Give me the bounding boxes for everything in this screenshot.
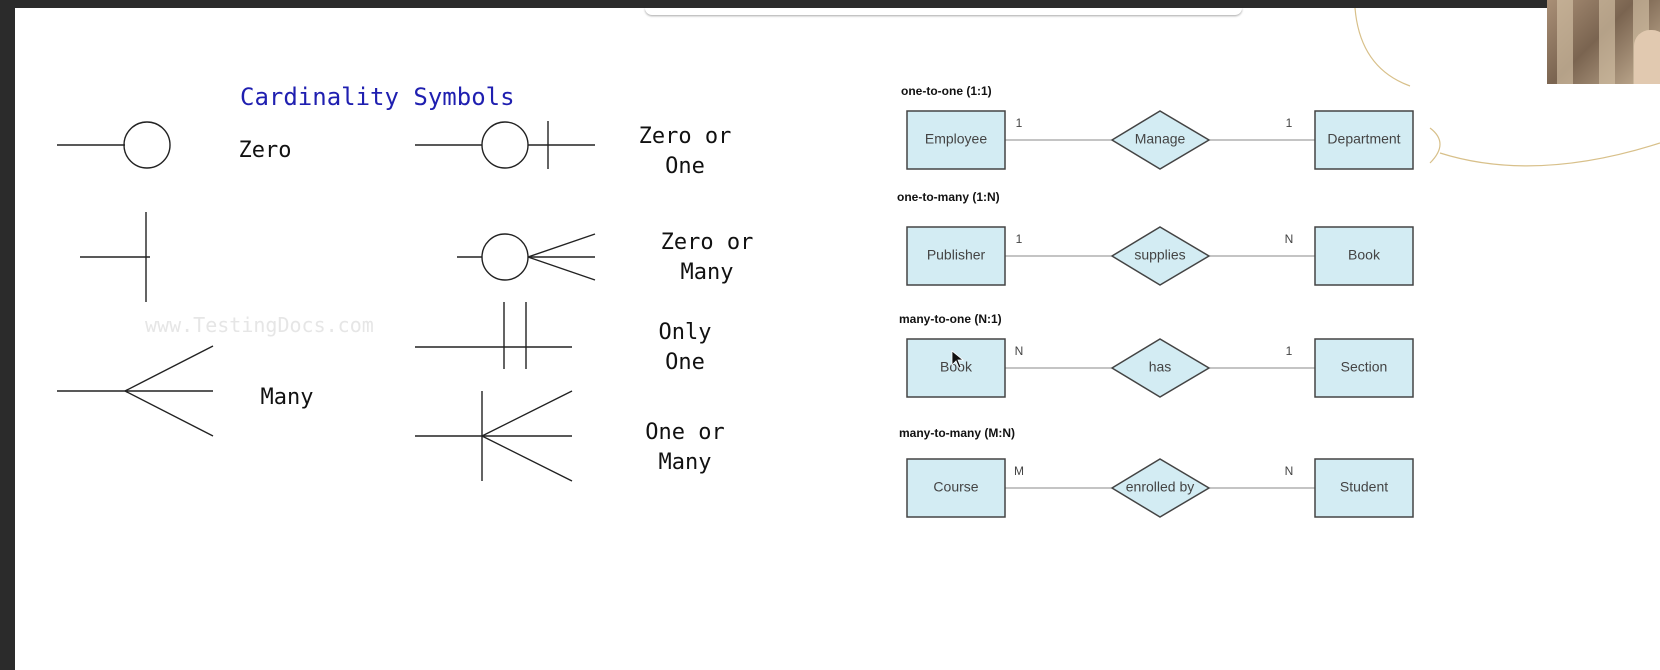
right-cardinality: 1 <box>1286 344 1293 358</box>
decorative-curve <box>1354 8 1660 167</box>
entity-box-book <box>906 338 1006 398</box>
one-symbol-icon <box>80 212 150 302</box>
entity-box-publisher <box>906 226 1006 286</box>
entity-box-section <box>1314 338 1414 398</box>
left-cardinality: 1 <box>1016 232 1023 246</box>
left-cardinality: 1 <box>1016 116 1023 130</box>
entity-box-course <box>906 458 1006 518</box>
right-cardinality: N <box>1285 232 1294 246</box>
left-cardinality: M <box>1014 464 1024 478</box>
entity-label: Book <box>1348 247 1381 263</box>
entity-label: Course <box>933 479 978 495</box>
relationship-label: enrolled by <box>1126 479 1195 495</box>
label-one-or-many: One or Many <box>645 420 725 475</box>
entity-label: Publisher <box>927 247 986 263</box>
relationship-label: supplies <box>1134 247 1185 263</box>
presentation-toolbar[interactable] <box>645 8 1242 15</box>
page-title: Cardinality Symbols <box>240 83 515 111</box>
rel-title-one-to-many: one-to-many (1:N) <box>897 190 1000 204</box>
entity-label: Department <box>1327 131 1400 147</box>
left-cardinality: N <box>1015 344 1024 358</box>
entity-label: Section <box>1341 359 1388 375</box>
rel-title-one-to-one: one-to-one (1:1) <box>901 84 992 98</box>
relationship-diamond <box>1110 338 1211 398</box>
one-or-many-symbol-icon <box>415 390 573 482</box>
zero-symbol-icon <box>57 121 171 169</box>
entity-label: Employee <box>925 131 987 147</box>
relationship-label: has <box>1149 359 1172 375</box>
label-only-one: Only One <box>658 320 712 375</box>
only-one-symbol-icon <box>415 302 572 369</box>
entity-box-book <box>1314 226 1414 286</box>
mouse-cursor-icon <box>951 350 965 369</box>
entity-box-employee <box>906 110 1006 170</box>
label-zero-or-one: Zero or One <box>638 124 732 179</box>
entity-label: Book <box>940 359 973 375</box>
label-many: Many <box>260 385 314 410</box>
label-zero-or-many: Zero or Many <box>660 230 754 285</box>
relationship-diamond <box>1110 226 1211 286</box>
rel-title-many-to-one: many-to-one (N:1) <box>899 312 1002 326</box>
zero-or-many-symbol-icon <box>457 233 596 281</box>
webcam-overlay <box>1547 0 1660 84</box>
entity-label: Student <box>1340 479 1388 495</box>
right-cardinality: N <box>1285 464 1294 478</box>
entity-box-department <box>1314 110 1414 170</box>
relationship-label: Manage <box>1135 131 1186 147</box>
watermark-text: www.TestingDocs.com <box>145 313 374 337</box>
zero-or-one-symbol-icon <box>415 121 595 169</box>
slide-canvas: Cardinality Symbols <box>15 8 1660 670</box>
many-symbol-icon <box>57 345 214 437</box>
relationship-diamond <box>1110 458 1211 518</box>
rel-title-many-to-many: many-to-many (M:N) <box>899 426 1015 440</box>
entity-box-student <box>1314 458 1414 518</box>
label-zero: Zero <box>238 138 292 163</box>
right-cardinality: 1 <box>1286 116 1293 130</box>
relationship-diamond <box>1110 110 1211 170</box>
